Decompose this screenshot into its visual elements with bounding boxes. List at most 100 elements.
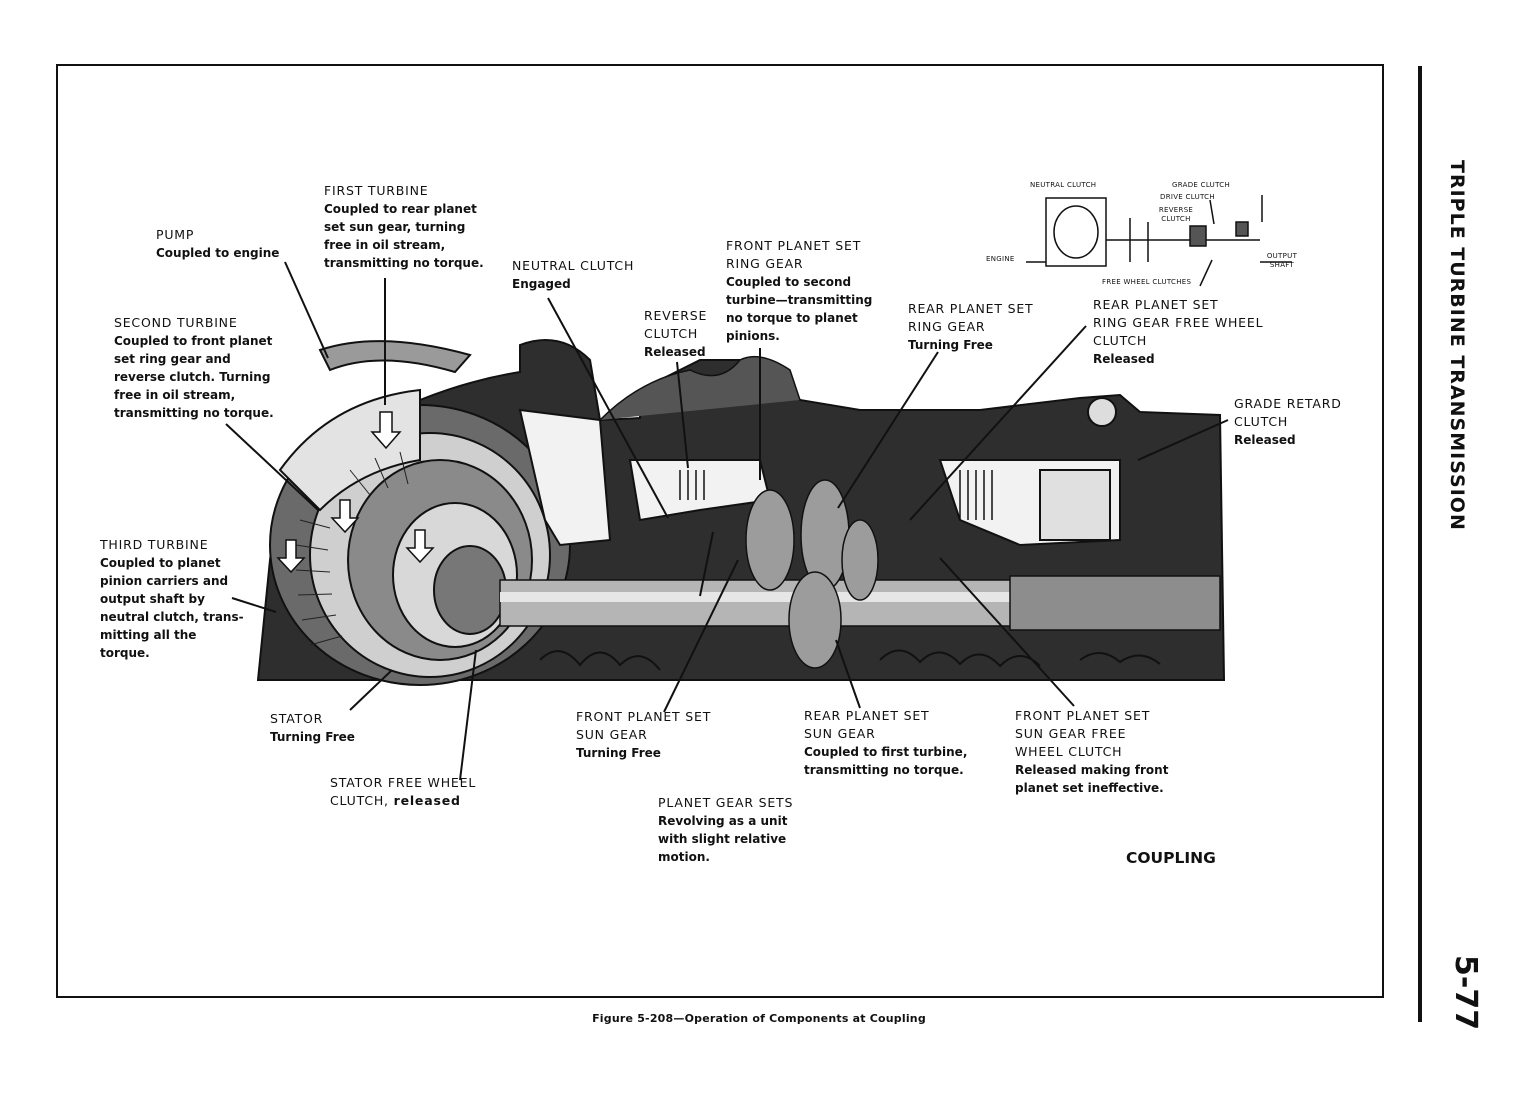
label-second-turbine-desc-4: free in oil stream, xyxy=(114,388,236,402)
label-first-turbine-desc-3: free in oil stream, xyxy=(324,238,446,252)
label-stator-free-wheel-desc: released xyxy=(393,793,461,808)
label-front-ring-gear: FRONT PLANET SET RING GEAR Coupled to se… xyxy=(726,237,872,345)
label-third-turbine-desc-3: output shaft by xyxy=(100,592,205,606)
case-top-ridge xyxy=(599,355,801,421)
label-front-sun-gear-title-1: FRONT PLANET SET xyxy=(576,709,712,724)
label-pump: PUMP Coupled to engine xyxy=(156,226,279,262)
label-grade-retard: GRADE RETARD CLUTCH Released xyxy=(1234,395,1342,449)
label-planet-gear-sets-title: PLANET GEAR SETS xyxy=(658,795,794,810)
label-rear-ring-gear: REAR PLANET SET RING GEAR Turning Free xyxy=(908,300,1033,354)
figure-caption: Figure 5-208—Operation of Components at … xyxy=(592,1012,926,1025)
label-front-sun-free-wheel-title-3: WHEEL CLUTCH xyxy=(1015,744,1123,759)
lower-case-ribs xyxy=(539,649,1161,671)
label-stator-free-wheel: STATOR FREE WHEEL CLUTCH, released xyxy=(330,774,476,810)
label-third-turbine-desc-1: Coupled to planet xyxy=(100,556,221,570)
label-rear-ring-free-wheel-desc: Released xyxy=(1093,352,1155,366)
label-front-ring-gear-title-2: RING GEAR xyxy=(726,256,804,271)
label-rear-sun-gear-title-2: SUN GEAR xyxy=(804,726,876,741)
label-rear-ring-gear-title-1: REAR PLANET SET xyxy=(908,301,1034,316)
case-port xyxy=(1087,397,1117,427)
label-first-turbine-desc-1: Coupled to rear planet xyxy=(324,202,477,216)
side-rule xyxy=(1418,66,1422,1022)
label-reverse-clutch-title-2: CLUTCH xyxy=(644,326,699,341)
label-third-turbine-desc-2: pinion carriers and xyxy=(100,574,229,588)
label-rear-ring-free-wheel-title-1: REAR PLANET SET xyxy=(1093,297,1219,312)
label-second-turbine-desc-2: set ring gear and xyxy=(114,352,231,366)
inset-schematic xyxy=(1026,195,1292,287)
inset-drive-clutch-label: DRIVE CLUTCH xyxy=(1160,193,1215,201)
label-front-sun-gear-title-2: SUN GEAR xyxy=(576,727,648,742)
figure-frame xyxy=(56,64,1384,998)
leader-lines xyxy=(225,261,1229,781)
label-first-turbine-title: FIRST TURBINE xyxy=(324,183,429,198)
inset-free-wheel-clutches-label: FREE WHEEL CLUTCHES xyxy=(1102,278,1192,286)
label-stator-free-wheel-line2: CLUTCH, released xyxy=(330,792,476,810)
label-second-turbine: SECOND TURBINE Coupled to front planet s… xyxy=(114,314,274,422)
label-front-sun-free-wheel-title-2: SUN GEAR FREE xyxy=(1015,726,1127,741)
label-rear-ring-free-wheel: REAR PLANET SET RING GEAR FREE WHEEL CLU… xyxy=(1093,296,1263,368)
label-front-sun-gear-desc: Turning Free xyxy=(576,746,661,760)
label-pump-title: PUMP xyxy=(156,227,195,242)
label-second-turbine-desc-1: Coupled to front planet xyxy=(114,334,273,348)
label-front-sun-gear: FRONT PLANET SET SUN GEAR Turning Free xyxy=(576,708,711,762)
label-second-turbine-desc-3: reverse clutch. Turning xyxy=(114,370,271,384)
inset-reverse-clutch-label: REVERSE CLUTCH xyxy=(1158,206,1194,223)
label-rear-sun-gear-title-1: REAR PLANET SET xyxy=(804,708,930,723)
inset-grade-clutch-label: GRADE CLUTCH xyxy=(1172,181,1231,189)
label-front-sun-free-wheel-title-1: FRONT PLANET SET xyxy=(1015,708,1151,723)
label-rear-sun-gear-desc-1: Coupled to first turbine, xyxy=(804,745,968,759)
planet-gears xyxy=(745,479,879,669)
clutch-plates xyxy=(679,470,993,520)
label-grade-retard-title-1: GRADE RETARD xyxy=(1234,396,1342,411)
label-stator-free-wheel-title: STATOR FREE WHEEL xyxy=(330,775,477,790)
label-planet-gear-sets-desc-3: motion. xyxy=(658,850,710,864)
label-front-ring-gear-desc-3: no torque to planet xyxy=(726,311,858,325)
label-planet-gear-sets: PLANET GEAR SETS Revolving as a unit wit… xyxy=(658,794,793,866)
turbine-fins xyxy=(295,451,409,646)
label-reverse-clutch: REVERSE CLUTCH Released xyxy=(644,307,707,361)
label-first-turbine-desc-2: set sun gear, turning xyxy=(324,220,466,234)
inset-engine-label: ENGINE xyxy=(986,255,1015,263)
label-rear-sun-gear: REAR PLANET SET SUN GEAR Coupled to firs… xyxy=(804,707,967,779)
label-front-ring-gear-title-1: FRONT PLANET SET xyxy=(726,238,862,253)
label-front-ring-gear-desc-4: pinions. xyxy=(726,329,780,343)
oil-flow-arrows xyxy=(276,411,435,574)
label-third-turbine-desc-5: mitting all the xyxy=(100,628,197,642)
label-stator-desc: Turning Free xyxy=(270,730,355,744)
label-front-ring-gear-desc-2: turbine—transmitting xyxy=(726,293,873,307)
label-neutral-clutch-desc: Engaged xyxy=(512,277,571,291)
label-rear-ring-gear-title-2: RING GEAR xyxy=(908,319,986,334)
label-front-sun-free-wheel-desc-1: Released making front xyxy=(1015,763,1169,777)
label-pump-desc: Coupled to engine xyxy=(156,246,280,260)
label-rear-ring-gear-desc: Turning Free xyxy=(908,338,993,352)
label-rear-ring-free-wheel-title-3: CLUTCH xyxy=(1093,333,1148,348)
label-front-sun-free-wheel-desc-2: planet set ineffective. xyxy=(1015,781,1164,795)
label-third-turbine-desc-6: torque. xyxy=(100,646,150,660)
inset-output-shaft-label: OUTPUT SHAFT xyxy=(1266,252,1298,269)
label-front-ring-gear-desc-1: Coupled to second xyxy=(726,275,852,289)
inset-neutral-clutch-label: NEUTRAL CLUTCH xyxy=(1030,181,1097,189)
label-neutral-clutch-title: NEUTRAL CLUTCH xyxy=(512,258,635,273)
label-neutral-clutch: NEUTRAL CLUTCH Engaged xyxy=(512,257,634,293)
label-reverse-clutch-title-1: REVERSE xyxy=(644,308,708,323)
label-stator-title: STATOR xyxy=(270,711,324,726)
mode-label: COUPLING xyxy=(1126,849,1216,867)
label-first-turbine-desc-4: transmitting no torque. xyxy=(324,256,484,270)
label-stator-free-wheel-title2: CLUTCH, xyxy=(330,793,394,808)
label-second-turbine-title: SECOND TURBINE xyxy=(114,315,238,330)
label-reverse-clutch-desc: Released xyxy=(644,345,706,359)
label-planet-gear-sets-desc-1: Revolving as a unit xyxy=(658,814,788,828)
clutch-packs xyxy=(518,408,1121,547)
label-rear-sun-gear-desc-2: transmitting no torque. xyxy=(804,763,964,777)
label-third-turbine-desc-4: neutral clutch, trans- xyxy=(100,610,244,624)
label-third-turbine: THIRD TURBINE Coupled to planet pinion c… xyxy=(100,536,244,662)
label-second-turbine-desc-5: transmitting no torque. xyxy=(114,406,274,420)
label-grade-retard-title-2: CLUTCH xyxy=(1234,414,1289,429)
label-grade-retard-desc: Released xyxy=(1234,433,1296,447)
label-stator: STATOR Turning Free xyxy=(270,710,355,746)
label-front-sun-free-wheel: FRONT PLANET SET SUN GEAR FREE WHEEL CLU… xyxy=(1015,707,1168,797)
label-planet-gear-sets-desc-2: with slight relative xyxy=(658,832,787,846)
label-rear-ring-free-wheel-title-2: RING GEAR FREE WHEEL xyxy=(1093,315,1264,330)
label-first-turbine: FIRST TURBINE Coupled to rear planet set… xyxy=(324,182,484,272)
